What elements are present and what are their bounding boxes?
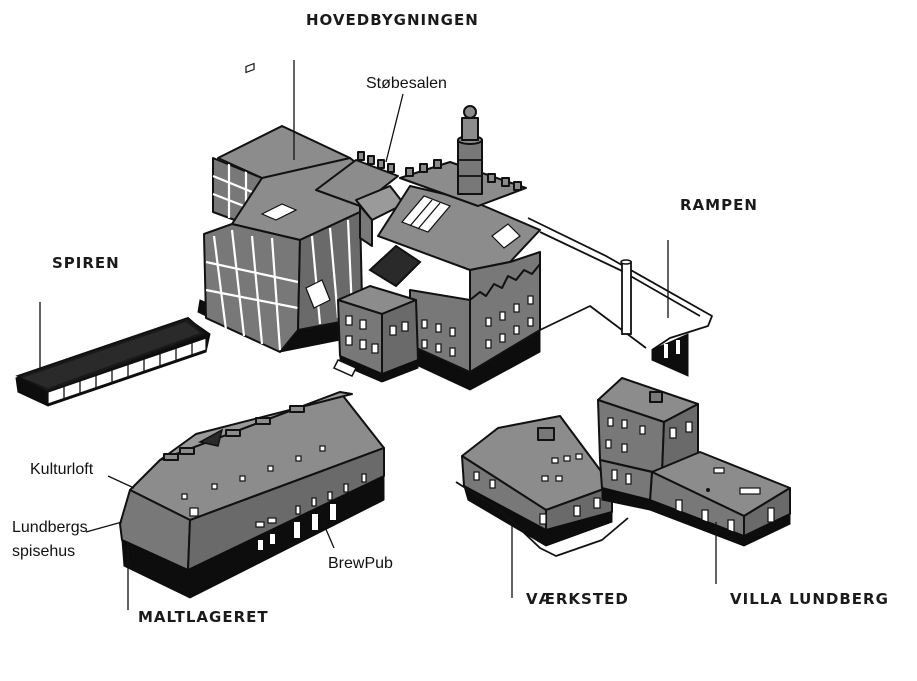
- central-skylight-lines: [409, 199, 441, 230]
- villa-ground-windows: [611, 469, 775, 533]
- castle-crenellations: [405, 159, 522, 191]
- maltlageret-building: [119, 391, 385, 599]
- maltlageret-windows: [255, 473, 367, 528]
- leader-brewpub: [321, 519, 335, 549]
- spiren-building: [15, 316, 211, 407]
- label-stobesalen: Støbesalen: [366, 75, 447, 92]
- label-spiren: SPIREN: [52, 254, 120, 272]
- labels: HOVEDBYGNINGEN Støbesalen RAMPEN SPIREN …: [12, 11, 889, 626]
- maltlageret-ridge-vents: [163, 405, 305, 461]
- label-lundbergs-line1: Lundbergs: [12, 519, 88, 536]
- leader-lundbergs: [85, 521, 123, 533]
- stobesalen-battlement: [357, 151, 395, 173]
- maltlageret-skylights: [181, 445, 326, 517]
- label-maltlageret: MALTLAGERET: [138, 608, 269, 626]
- leader-lines: [39, 60, 717, 610]
- vaerksted-skylights: [541, 453, 583, 482]
- leader-kulturloft: [107, 475, 135, 489]
- spiren-windows: [47, 337, 207, 405]
- label-villa-lundberg: VILLA LUNDBERG: [730, 590, 889, 608]
- lower-mid-windows: [421, 319, 456, 357]
- faceted-facade-lines: [205, 229, 299, 351]
- label-brewpub: BrewPub: [328, 555, 393, 572]
- label-vaerksted: VÆRKSTED: [526, 590, 629, 608]
- leader-stobesalen: [385, 93, 404, 163]
- label-lundbergs-line2: spisehus: [12, 543, 75, 560]
- maltlageret-ground-windows: [258, 504, 336, 550]
- villa-tower-windows: [605, 417, 693, 453]
- villa-skylights: [706, 467, 761, 495]
- label-kulturloft: Kulturloft: [30, 461, 94, 478]
- chimney: [457, 105, 483, 195]
- vaerksted-building: [455, 415, 629, 557]
- rampen-structure: [527, 217, 713, 377]
- label-hovedbygningen: HOVEDBYGNINGEN: [306, 11, 479, 29]
- villa-lundberg-building: [597, 377, 791, 547]
- hovedbygningen-complex: [197, 62, 541, 391]
- vaerksted-windows: [473, 471, 601, 525]
- gable-windows: [485, 295, 534, 349]
- front-building-windows: [345, 315, 409, 354]
- label-rampen: RAMPEN: [680, 196, 758, 214]
